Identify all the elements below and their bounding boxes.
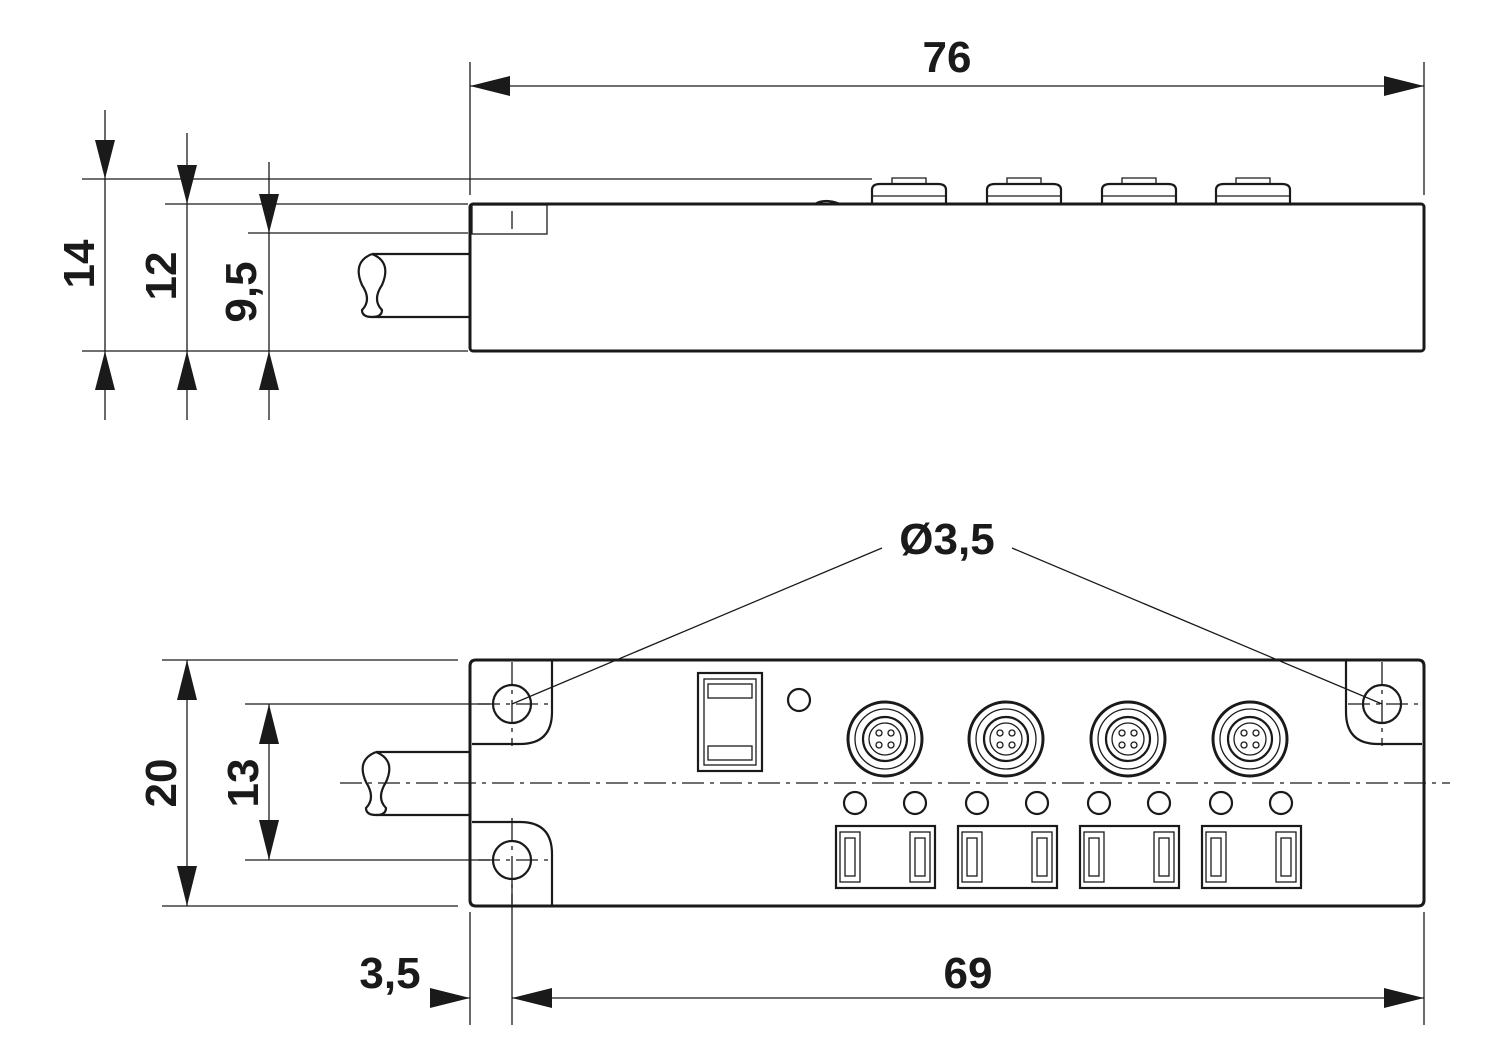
top-connector-1 [846, 700, 924, 778]
dim-side-height-body: 12 [137, 133, 197, 420]
side-body-outline [468, 202, 1426, 353]
side-connector-2 [985, 177, 1063, 204]
dim-side-width: 76 [469, 33, 1425, 195]
dim-hole-offset-label: 3,5 [359, 949, 420, 998]
side-view: 76 14 12 9,5 [55, 33, 1426, 420]
marker-slot-1 [834, 824, 937, 890]
side-led [814, 199, 841, 206]
top-connector-3 [1089, 700, 1167, 778]
top-view: Ø3,5 20 13 3,5 [137, 515, 1450, 1025]
side-connector-3 [1100, 177, 1178, 204]
side-height-extensions [82, 178, 872, 352]
top-connectors [846, 700, 1289, 778]
side-connector-4 [1214, 177, 1292, 204]
top-connector-2 [967, 700, 1045, 778]
marker-slots [834, 824, 1303, 890]
dim-side-height-body-label: 12 [137, 252, 186, 301]
top-ear-top-right [1344, 660, 1422, 746]
dim-hole-diameter: Ø3,5 [511, 515, 1383, 705]
dim-top-height-label: 20 [137, 759, 186, 808]
dim-side-height-inner: 9,5 [217, 162, 279, 420]
marker-slot-4 [1200, 824, 1303, 890]
dim-side-height-inner-label: 9,5 [217, 261, 266, 322]
dim-side-height-total-label: 14 [55, 239, 104, 288]
marker-slot-2 [956, 824, 1059, 890]
top-cable [361, 750, 470, 817]
dim-hole-spacing-label: 13 [219, 759, 268, 808]
top-connector-4 [1211, 700, 1289, 778]
dim-hole-spacing: 13 [219, 703, 490, 861]
dim-top-height: 20 [137, 659, 458, 907]
dim-bottom: 3,5 69 [359, 880, 1425, 1025]
power-led [786, 687, 812, 713]
dim-hole-distance-label: 69 [944, 949, 993, 998]
top-body-outline [468, 658, 1426, 908]
top-label-holder [696, 671, 764, 773]
side-connectors [814, 177, 1292, 206]
top-ear-bottom-left [472, 820, 554, 906]
dim-side-height-total: 14 [55, 110, 115, 420]
side-cable-gland [471, 204, 548, 235]
dim-hole-diameter-label: Ø3,5 [899, 515, 994, 564]
status-leds [842, 790, 1294, 816]
marker-slot-3 [1078, 824, 1181, 890]
top-ear-top-left [472, 660, 554, 746]
side-connector-1 [870, 177, 948, 204]
dim-side-width-label: 76 [923, 33, 972, 82]
side-cable [357, 252, 470, 319]
